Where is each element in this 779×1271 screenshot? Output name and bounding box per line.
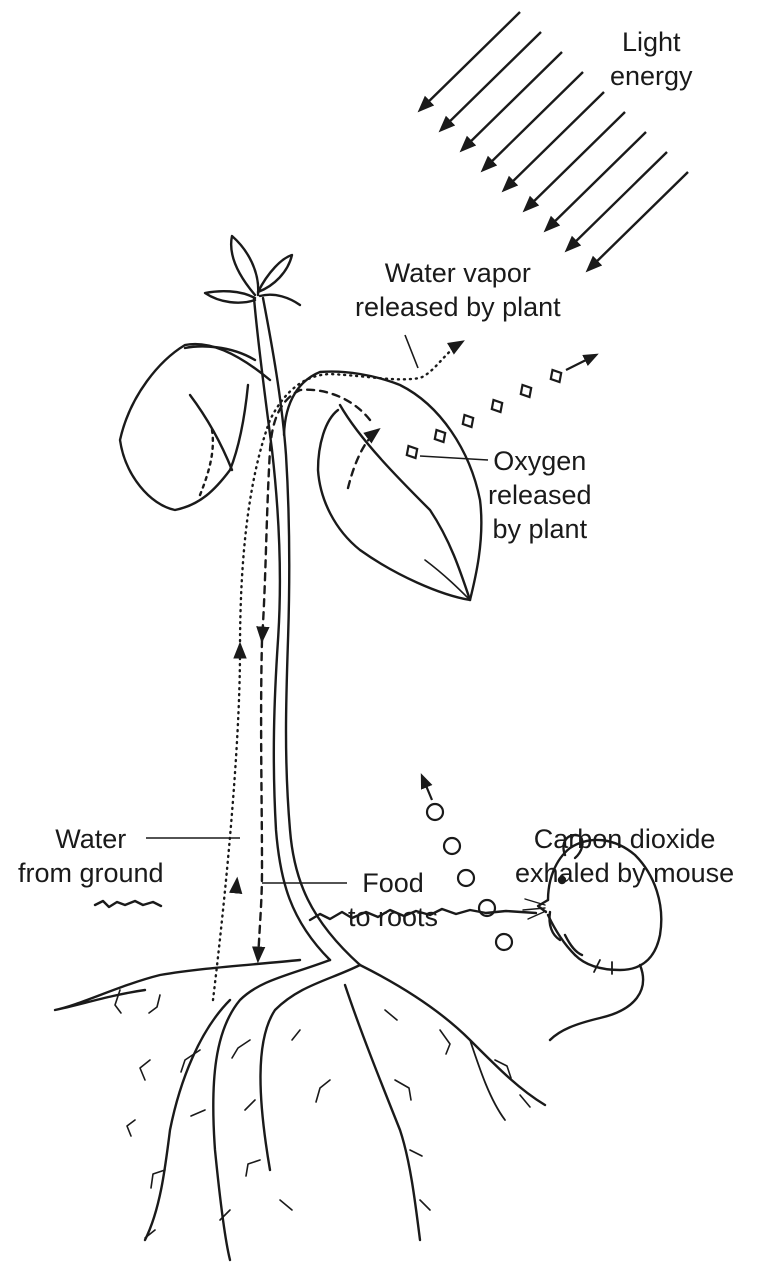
food-line-2: to roots (348, 900, 438, 934)
root-hairs (115, 990, 530, 1238)
food-path-stem (258, 640, 262, 960)
light-ray (567, 152, 667, 250)
right-leaf (284, 372, 481, 600)
mouse-tail (550, 965, 643, 1040)
light-ray (546, 132, 646, 230)
co2-bubble (458, 870, 474, 886)
co2-bubble (444, 838, 460, 854)
oxygen-line-2: released (488, 478, 592, 512)
ground-line (95, 901, 536, 920)
water-from-ground-label: Water from ground (18, 822, 164, 890)
light-ray (483, 72, 583, 170)
sprout-leaves (205, 236, 300, 305)
light-ray (462, 52, 562, 150)
oxygen-particle (403, 443, 420, 461)
co2-bubble (496, 934, 512, 950)
oxygen-particle (517, 382, 534, 400)
stem (254, 298, 360, 965)
water-vapor-line-1: Water vapor (355, 256, 561, 290)
light-energy-line-2: energy (610, 59, 693, 93)
leader-lines (146, 335, 488, 883)
food-line-1: Food (348, 866, 438, 900)
water-vapor-label: Water vapor released by plant (355, 256, 561, 324)
roots (55, 960, 545, 1260)
oxygen-particle (547, 367, 564, 385)
water-line-1: Water (18, 822, 164, 856)
oxygen-line-3: by plant (488, 512, 592, 546)
light-ray (420, 12, 520, 110)
water-vapor-line-2: released by plant (355, 290, 561, 324)
left-leaf (120, 344, 270, 510)
water-vapor-leader (405, 335, 418, 368)
co2-line-1: Carbon dioxide (515, 822, 734, 856)
oxygen-label: Oxygen released by plant (488, 444, 592, 546)
light-ray (504, 92, 604, 190)
co2-line-2: exhaled by mouse (515, 856, 734, 890)
oxygen-line-1: Oxygen (488, 444, 592, 478)
light-energy-line-1: Light (610, 25, 693, 59)
oxygen-particle (431, 427, 448, 445)
carbon-dioxide-label: Carbon dioxide exhaled by mouse (515, 822, 734, 890)
food-to-roots-label: Food to roots (348, 866, 438, 934)
light-ray (525, 112, 625, 210)
light-energy-label: Light energy (610, 25, 693, 93)
water-arrow-lower (236, 880, 237, 890)
light-ray (441, 32, 541, 130)
oxygen-leader (420, 456, 488, 460)
oxygen-particle (488, 397, 505, 415)
light-ray (588, 172, 688, 270)
oxygen-arrow (566, 355, 596, 370)
water-line-2: from ground (18, 856, 164, 890)
co2-bubble (427, 804, 443, 820)
oxygen-particle (459, 412, 476, 430)
co2-arrow (422, 776, 432, 800)
